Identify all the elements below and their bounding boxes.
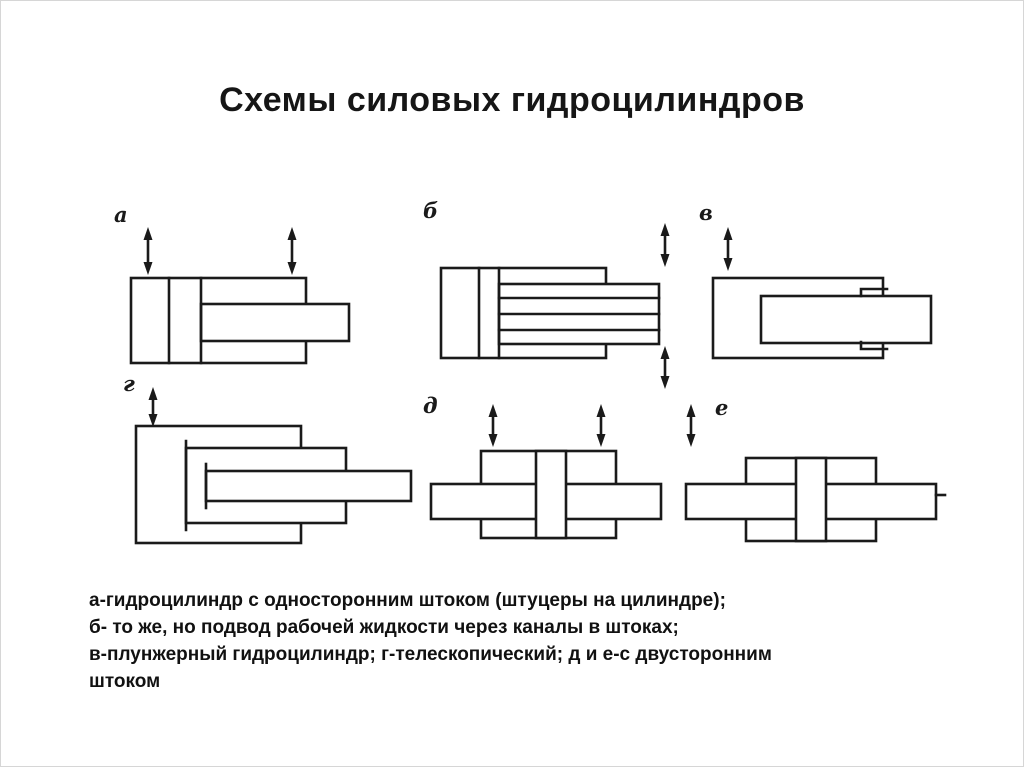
flow-arrow-icon [660,346,670,389]
figure-d-label: д [423,393,438,418]
figure-v-drawing [711,227,933,360]
caption: а-гидроцилиндр с односторонним штоком (ш… [89,587,939,695]
caption-line: в-плунжерный гидроцилиндр; г-телескопиче… [89,644,772,665]
piston [794,456,828,543]
figure-e-label: е [715,395,729,420]
caption-line: б- то же, но подвод рабочей жидкости чер… [89,617,679,638]
flow-arrow-icon [660,223,670,267]
gland-seal [859,287,889,298]
piston [534,449,568,540]
flow-arrow-icon [148,387,158,427]
figure-v-plunger-cylinder: в [691,196,951,396]
page-title: Схемы силовых гидроцилиндров [219,81,805,119]
flow-arrow-icon [488,404,498,447]
caption-line: штоком [89,671,161,692]
flow-arrow-icon [143,227,153,275]
flow-arrow-icon [287,227,297,275]
figure-d-drawing [429,404,663,540]
figure-e-drawing [684,404,947,543]
flow-arrow-icon [596,404,606,447]
plunger [759,294,933,345]
figure-a-drawing [129,227,351,365]
figure-b-label: б [423,198,439,223]
figure-b-rod-channel-cylinder: б [421,196,681,396]
figure-g-telescopic-cylinder: г [111,371,421,556]
flow-arrow-icon [723,227,733,271]
caption-line: а-гидроцилиндр с односторонним штоком (ш… [89,590,726,611]
flow-arrow-icon [686,404,696,447]
figure-v-label: в [699,200,713,225]
figure-d-double-rod-cylinder: д [416,391,676,556]
figure-g-drawing [134,387,413,545]
figure-e-double-rod-cylinder: е [671,391,961,556]
telescopic-stage-2 [204,469,413,503]
piston-rod [199,302,351,343]
figure-g-label: г [123,371,135,396]
figure-a-label: а [114,202,128,227]
figure-a-single-rod-cylinder: а [111,196,361,376]
gland-seal [859,340,889,351]
figure-b-drawing [439,223,670,389]
